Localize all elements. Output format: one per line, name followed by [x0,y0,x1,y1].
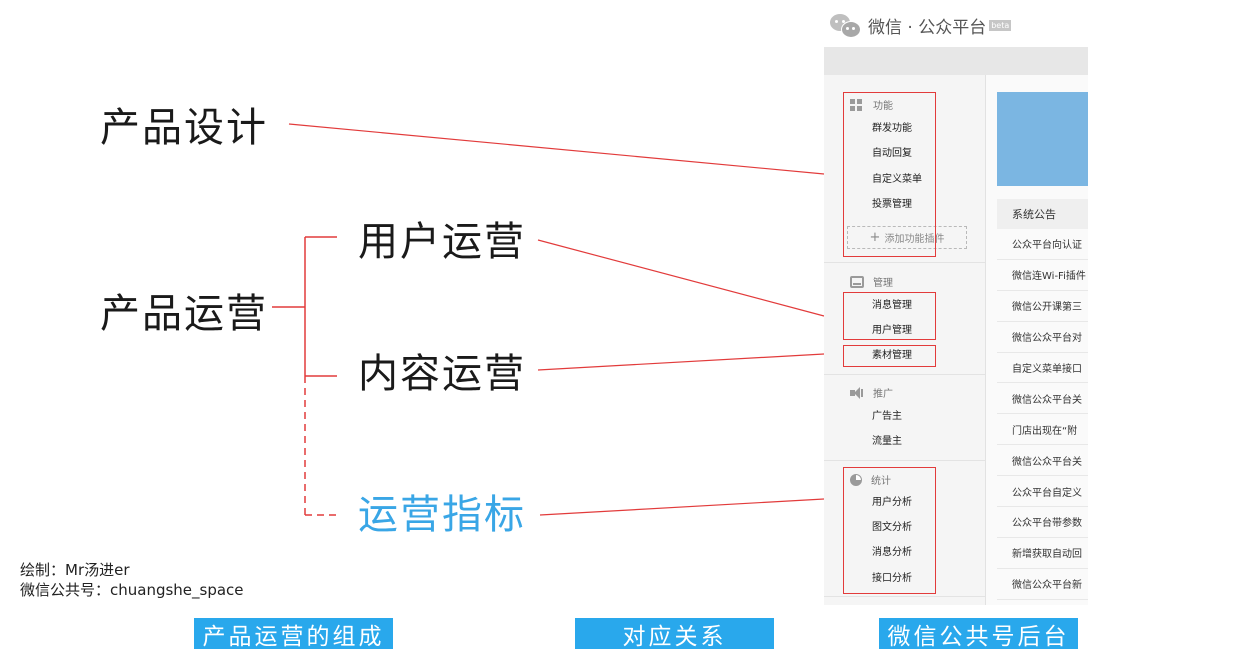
sidebar-item-article-analysis[interactable]: 图文分析 [872,522,912,533]
tray-icon [850,275,864,288]
sidebar-item-api-analysis[interactable]: 接口分析 [872,573,912,584]
line-design-to-features [288,123,825,175]
sidebar-section-features: 功能 [850,97,893,112]
add-plugin-label: 添加功能插件 [884,234,945,245]
sidebar-item-user-management[interactable]: 用户管理 [872,325,912,336]
notice-item[interactable]: 微信公众平台关 [997,445,1088,477]
sidebar-item-custom-menu[interactable]: 自定义菜单 [872,174,922,185]
notice-item[interactable]: 微信公开课第三 [997,291,1088,322]
wechat-topbar [824,47,1088,75]
system-notice-title: 系统公告 [997,199,1088,229]
plus-icon: + [869,230,881,245]
beta-badge: beta [989,19,1012,31]
notice-item[interactable]: 公众平台自定义 [997,476,1088,508]
notice-item[interactable]: 公众平台带参数 [997,507,1088,538]
pie-chart-icon [850,473,862,486]
sidebar-item-mass-send[interactable]: 群发功能 [872,123,912,134]
sidebar-item-user-analysis[interactable]: 用户分析 [872,497,912,508]
sidebar-item-material-management[interactable]: 素材管理 [872,350,912,361]
sidebar-divider [824,262,985,263]
notice-item[interactable]: 门店出现在“附 [997,414,1088,446]
sidebar-divider [824,460,985,461]
notice-item[interactable]: 新增获取自动回 [997,538,1088,569]
wechat-logo-icon [830,12,862,38]
label-content-operation: 内容运营 [358,351,526,397]
section-title-features: 功能 [873,101,893,112]
grid-icon [850,98,864,111]
caption-composition: 产品运营的组成 [194,618,393,650]
notice-item[interactable]: 微信公众平台关 [997,383,1088,415]
sidebar-section-statistics: 统计 [850,472,891,487]
sidebar-item-message-management[interactable]: 消息管理 [872,300,912,311]
sidebar-section-promotion: 推广 [850,385,893,400]
line-content-op-to-materials [537,353,825,371]
wechat-content-area: 系统公告 公众平台向认证 微信连Wi-Fi插件 微信公开课第三 微信公众平台对 … [986,75,1088,605]
label-product-design: 产品设计 [100,105,268,151]
line-user-op-to-management [537,239,825,317]
notice-item[interactable]: 微信公众平台对 [997,322,1088,353]
notice-item[interactable]: 自定义菜单接口 [997,353,1088,384]
label-operation-metrics: 运营指标 [358,492,526,538]
credit-author: 绘制：Mr汤进er [20,561,130,579]
notice-list: 公众平台向认证 微信连Wi-Fi插件 微信公开课第三 微信公众平台对 自定义菜单… [997,229,1088,600]
add-plugin-button[interactable]: + 添加功能插件 [847,226,967,249]
sidebar-divider [824,374,985,375]
wechat-sidebar [824,75,986,605]
wechat-header: 微信 · 公众平台 beta [830,10,1012,40]
wechat-brand-title: 微信 · 公众平台 [868,17,987,38]
notice-item[interactable]: 微信公众平台新 [997,569,1088,600]
caption-wechat-backend: 微信公共号后台 [879,618,1078,650]
sidebar-item-auto-reply[interactable]: 自动回复 [872,148,912,159]
speaker-icon [850,386,864,399]
label-user-operation: 用户运营 [358,219,526,265]
sidebar-item-vote-management[interactable]: 投票管理 [872,199,912,210]
sidebar-section-management: 管理 [850,274,893,289]
line-metrics-to-statistics [539,498,825,516]
section-title-promotion: 推广 [873,389,893,400]
caption-mapping: 对应关系 [575,618,774,650]
sidebar-divider [824,596,985,597]
notice-item[interactable]: 微信连Wi-Fi插件 [997,260,1088,291]
announcement-banner[interactable] [997,92,1088,186]
sidebar-item-advertiser[interactable]: 广告主 [872,411,902,422]
notice-item[interactable]: 公众平台向认证 [997,229,1088,260]
sidebar-item-publisher[interactable]: 流量主 [872,436,902,447]
credit-account: 微信公共号：chuangshe_space [20,581,244,599]
section-title-management: 管理 [873,278,893,289]
label-product-operation: 产品运营 [100,291,268,337]
section-title-statistics: 统计 [871,476,891,487]
sidebar-item-message-analysis[interactable]: 消息分析 [872,547,912,558]
